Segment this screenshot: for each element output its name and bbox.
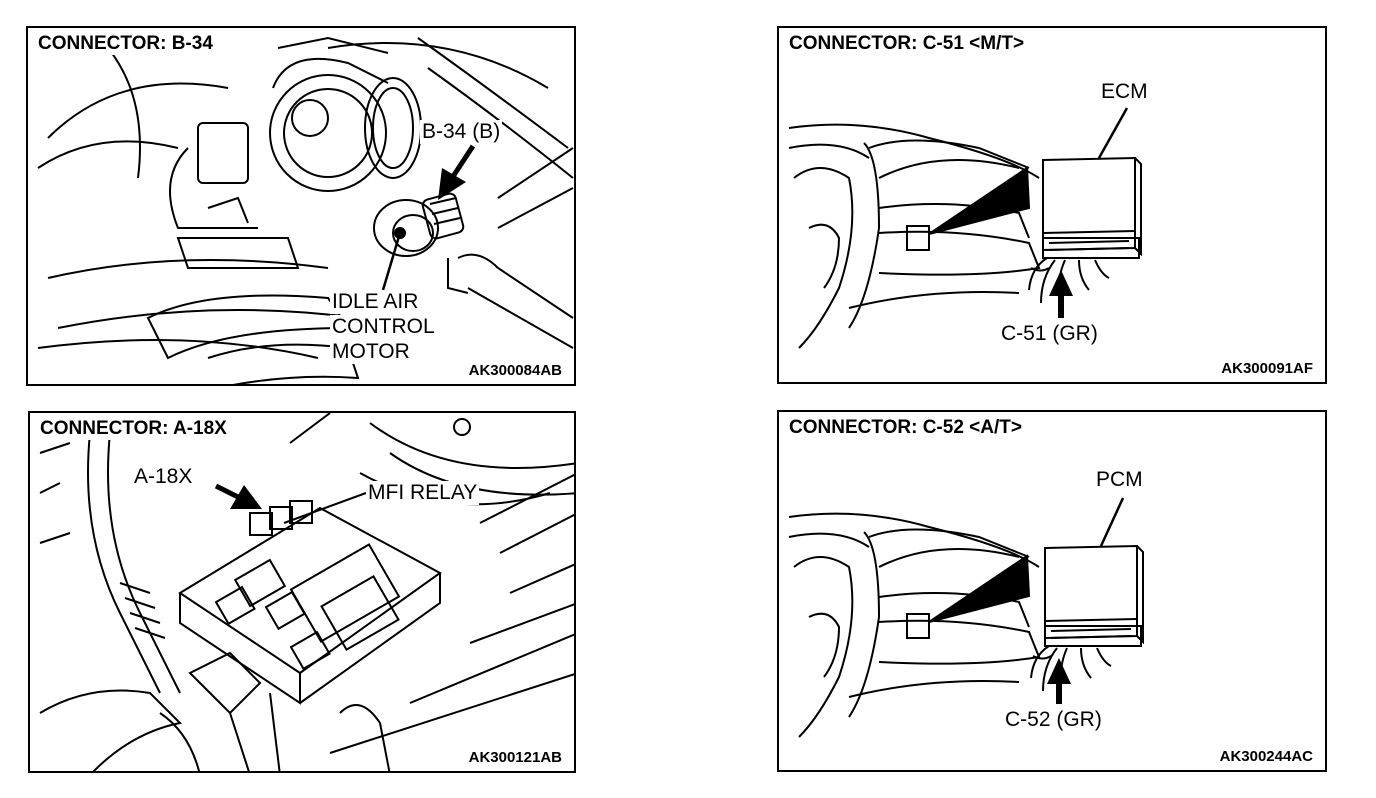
arrow-to-c51: [1049, 270, 1073, 318]
dashboard-pcm-illustration: [788, 497, 1144, 738]
panel-connector-a18x: CONNECTOR: A-18X A-18X MFI RELAY AK30012…: [28, 411, 576, 773]
panel-connector-c52: CONNECTOR: C-52 <A/T> PCM C-52 (GR) AK30…: [777, 410, 1327, 772]
connector-label: A-18X: [132, 465, 195, 489]
connector-label: C-51 (GR): [1001, 322, 1098, 345]
panel-connector-c51: CONNECTOR: C-51 <M/T> ECM C-51 (GR) AK30…: [777, 26, 1327, 384]
figure-code: AK300084AB: [468, 362, 562, 379]
connector-label: B-34 (B): [420, 120, 503, 144]
dashboard-ecm-illustration: [788, 107, 1142, 349]
unit-label: PCM: [1096, 468, 1143, 491]
engine-bay-illustration: [37, 36, 574, 384]
connector-label: C-52 (GR): [1005, 708, 1102, 731]
figure-code: AK300244AC: [1219, 748, 1313, 765]
panel-title: CONNECTOR: A-18X: [40, 418, 231, 440]
component-label-line2: CONTROL: [330, 315, 437, 339]
component-label-line3: MOTOR: [330, 340, 412, 364]
panel-title: CONNECTOR: B-34: [38, 33, 217, 55]
component-label-line1: IDLE AIR: [330, 290, 421, 314]
relay-label: MFI RELAY: [366, 481, 480, 505]
panel-title: CONNECTOR: C-51 <M/T>: [789, 33, 1029, 55]
arrow-to-b34: [438, 144, 476, 200]
panel-title: CONNECTOR: C-52 <A/T>: [789, 417, 1026, 439]
arrow-to-a18x: [214, 483, 367, 524]
figure-code: AK300091AF: [1221, 360, 1313, 377]
arrow-to-c52: [1047, 658, 1071, 704]
figure-code: AK300121AB: [468, 749, 562, 766]
panel-connector-b34: CONNECTOR: B-34 B-34 (B) IDLE AIR CONTRO…: [26, 26, 576, 386]
unit-label: ECM: [1101, 80, 1148, 103]
